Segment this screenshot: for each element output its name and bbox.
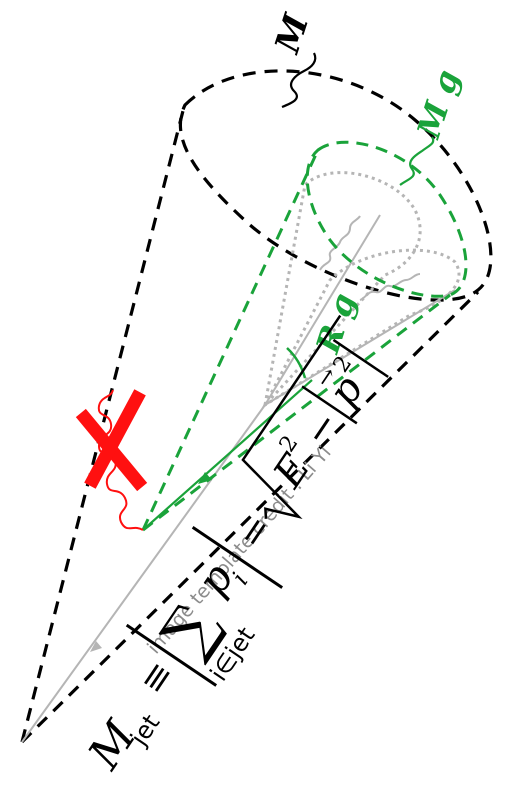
outer-jet-cone bbox=[20, 69, 493, 744]
groomed-cone-right-edge bbox=[142, 293, 451, 532]
substructure-track-2 bbox=[264, 289, 456, 406]
groomed-jet-label-pointer bbox=[399, 136, 435, 186]
groomed-radius-arc bbox=[286, 347, 307, 379]
incoming-track bbox=[21, 404, 266, 743]
outer-jet-label-pointer bbox=[281, 52, 317, 109]
outer-cone-right-edge bbox=[20, 290, 480, 744]
groomed-jet-cone bbox=[141, 140, 468, 532]
momentum-abs-left bbox=[301, 385, 358, 425]
sqrt-radical bbox=[241, 314, 342, 519]
substructure-cone-1 bbox=[263, 171, 422, 407]
groomed-axis-arrow bbox=[198, 472, 212, 484]
formula-equiv: ≡ bbox=[131, 654, 182, 702]
groomed-jet-mass-label: M g bbox=[409, 65, 467, 143]
incoming-track-arrow bbox=[90, 641, 102, 652]
substructure-particles bbox=[21, 171, 461, 743]
abs-bar-left bbox=[125, 623, 218, 687]
substructure-cone-2 bbox=[261, 248, 461, 410]
groomed-jet-axis bbox=[142, 379, 313, 531]
substructure-track-1 bbox=[264, 214, 381, 406]
groomed-cone-left-edge bbox=[141, 149, 320, 531]
groomed-cone-ellipse bbox=[305, 140, 468, 298]
outer-jet-mass-label: M bbox=[267, 8, 317, 58]
momentum-abs-right bbox=[332, 338, 389, 378]
gluon-loop-2 bbox=[359, 273, 421, 301]
removed-cross-icon bbox=[75, 389, 148, 492]
outer-cone-ellipse bbox=[178, 69, 493, 302]
abs-bar-right bbox=[191, 526, 284, 589]
removed-radiation bbox=[75, 389, 148, 531]
gluon-loop-1 bbox=[319, 215, 361, 271]
